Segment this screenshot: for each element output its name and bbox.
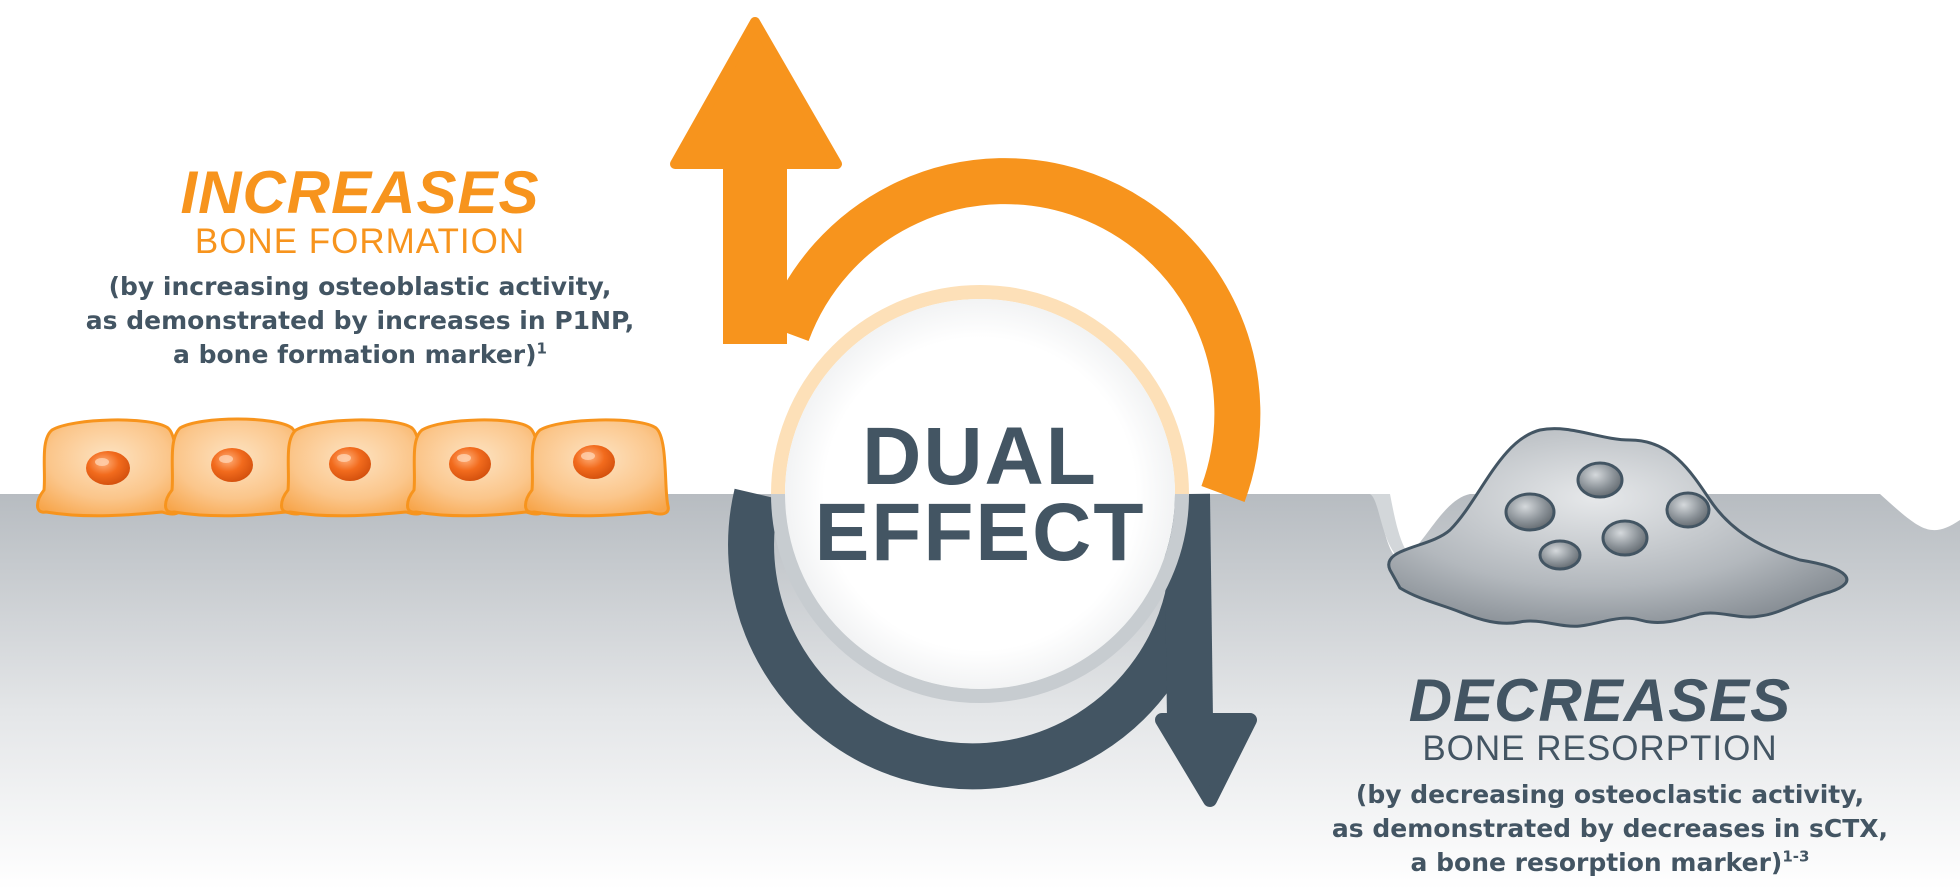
decreases-headline: DECREASES: [1408, 667, 1792, 734]
decreases-desc-line-3-text: a bone resorption marker): [1410, 848, 1783, 877]
decreases-desc-line-1: (by decreasing osteoclastic activity,: [1355, 780, 1865, 809]
decreases-subtitle: BONE RESORPTION: [1422, 729, 1778, 768]
dual-effect-circle: [771, 285, 1189, 703]
increases-description: (by increasing osteoblastic activity, as…: [40, 270, 680, 372]
decreases-footnote: 1-3: [1782, 847, 1810, 866]
dual-effect-line-1: DUAL: [862, 411, 1098, 502]
increases-desc-line-3: a bone formation marker)1: [40, 338, 680, 372]
osteoblast-cell-icon: [36, 417, 670, 518]
arrow-down-icon: [728, 488, 1257, 807]
decreases-desc-line-3: a bone resorption marker)1-3: [1290, 846, 1930, 880]
increases-headline: INCREASES: [180, 159, 540, 226]
decreases-desc-line-2: as demonstrated by decreases in sCTX,: [1331, 814, 1889, 843]
osteoclast-icon: [1387, 427, 1849, 628]
increases-desc-line-2: as demonstrated by increases in P1NP,: [85, 306, 635, 335]
increases-footnote: 1: [536, 339, 547, 358]
increases-desc-line-1: (by increasing osteoblastic activity,: [108, 272, 612, 301]
increases-subtitle: BONE FORMATION: [194, 222, 526, 261]
increases-desc-line-3-text: a bone formation marker): [173, 340, 537, 369]
arrow-up-icon: [670, 17, 1261, 502]
dual-effect-line-2: EFFECT: [815, 487, 1146, 578]
decreases-description: (by decreasing osteoclastic activity, as…: [1290, 778, 1930, 880]
